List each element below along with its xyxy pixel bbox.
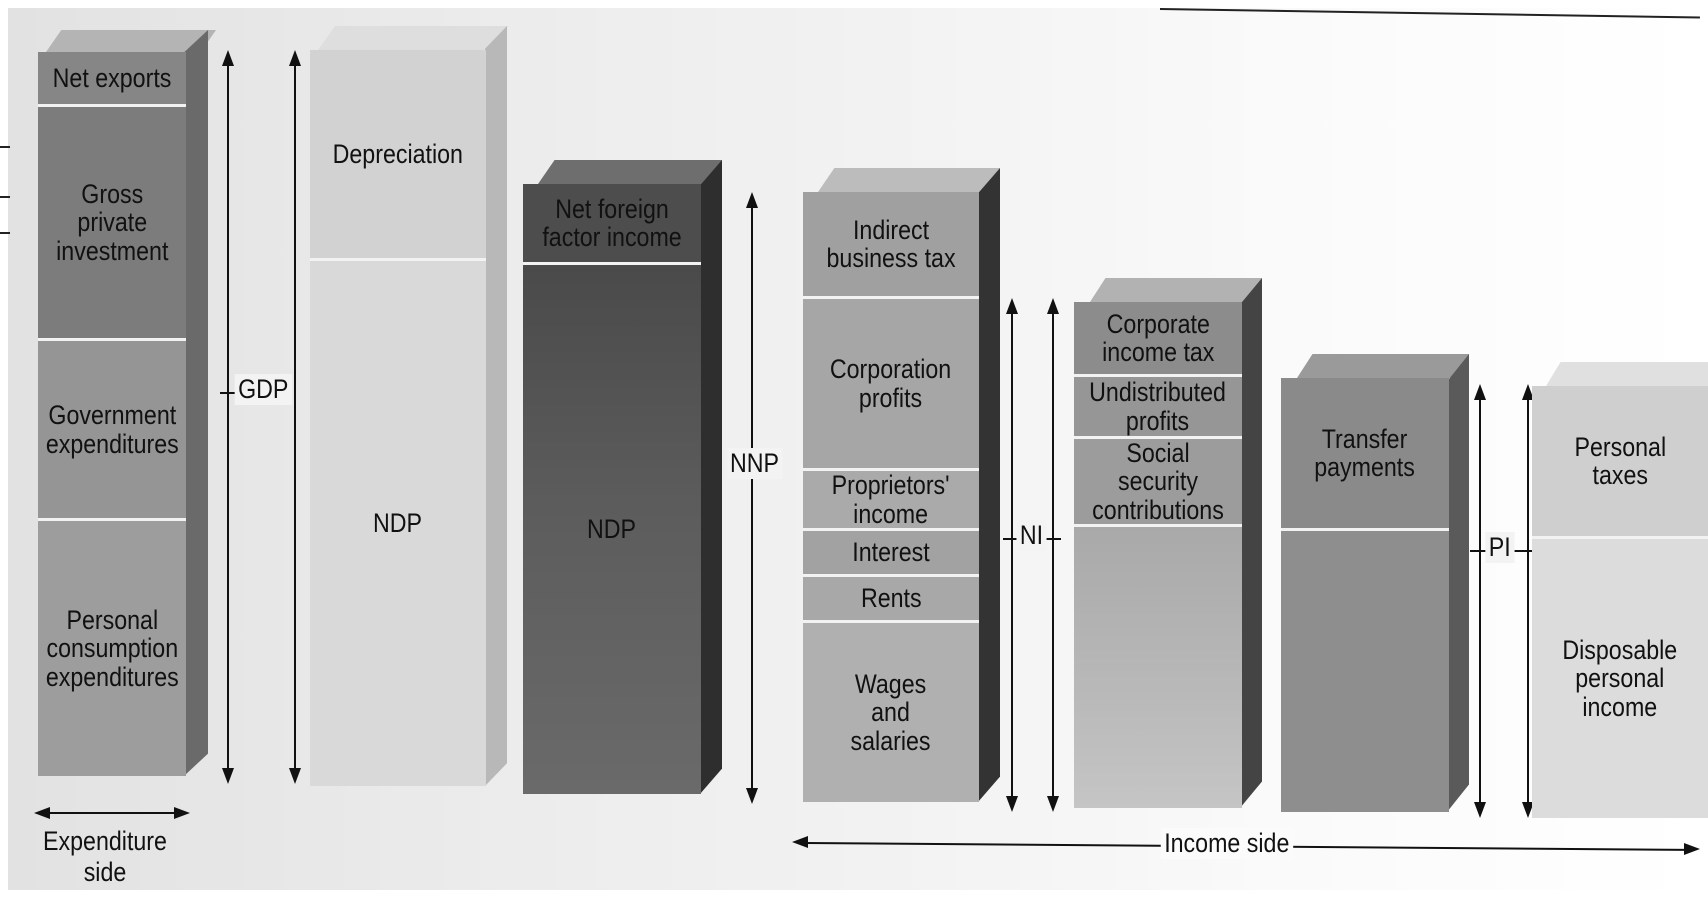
undistributed-profits-label: Undistributed profits <box>1089 377 1227 436</box>
scan-edge-mark <box>0 196 10 198</box>
corporation-profits-segment: Corporation profits <box>803 296 979 468</box>
ndp-label: NDP <box>587 514 637 545</box>
pi-arrow-line-right <box>1527 392 1529 804</box>
arrow-head-down <box>1474 802 1486 818</box>
net-exports-segment: Net exports <box>38 52 186 104</box>
interest-segment: Interest <box>803 528 979 574</box>
wages-segment: Wages and salaries <box>803 620 979 802</box>
net-foreign-factor-income-label: Net foreign factor income <box>542 193 682 252</box>
column-top <box>538 160 722 184</box>
gross-private-investment-label: Gross private investment <box>55 178 169 266</box>
column-top <box>46 30 216 52</box>
arrow-head-up <box>746 192 758 208</box>
indirect-business-tax-segment: Indirect business tax <box>803 192 979 296</box>
disposable-income-stack: Personal taxes Disposable personal incom… <box>1532 386 1708 818</box>
corporate-income-tax-segment: Corporate income tax <box>1074 302 1242 374</box>
ndp-label: NDP <box>373 508 423 539</box>
ni-stack: Indirect business tax Corporation profit… <box>803 192 979 802</box>
arrow-head-up <box>1047 298 1059 314</box>
pi-stack: Corporate income tax Undistributed profi… <box>1074 302 1242 808</box>
depreciation-segment: Depreciation <box>310 50 486 258</box>
ndp-segment: NDP <box>523 262 701 794</box>
arrow-head-up <box>1006 298 1018 314</box>
pi-label: PI <box>1485 532 1515 563</box>
transfer-payments-segment: Transfer payments <box>1281 378 1449 528</box>
expenditure-stack: Net exports Gross private investment Gov… <box>38 52 186 776</box>
column-top <box>818 168 1000 192</box>
arrow-head-up <box>1474 384 1486 400</box>
rents-label: Rents <box>860 583 922 614</box>
ni-label: NI <box>1016 520 1047 551</box>
nnp-arrow-line <box>751 200 753 790</box>
interest-label: Interest <box>852 537 930 568</box>
scan-edge-mark <box>0 146 10 148</box>
column-side <box>485 26 507 786</box>
column-top <box>1297 354 1469 378</box>
column-side <box>184 30 208 776</box>
wages-label: Wages and salaries <box>850 668 932 756</box>
arrow-head-right <box>1684 843 1700 855</box>
expenditure-side-line <box>46 812 176 814</box>
nnp-stack: Net foreign factor income NDP <box>523 184 701 794</box>
column-top <box>1546 362 1708 386</box>
column-top <box>1090 278 1262 302</box>
transfer-payments-label: Transfer payments <box>1314 423 1416 482</box>
government-expenditures-segment: Government expenditures <box>38 338 186 518</box>
proprietors-income-label: Proprietors' income <box>831 470 950 529</box>
arrow-head-down <box>746 788 758 804</box>
arrow-head-up <box>222 50 234 66</box>
government-expenditures-label: Government expenditures <box>45 400 179 459</box>
personal-consumption-label: Personal consumption expenditures <box>45 604 179 692</box>
scan-edge-mark <box>0 232 10 234</box>
column-side <box>1240 278 1262 808</box>
social-security-label: Social security contributions <box>1092 437 1224 525</box>
column-side <box>700 160 722 794</box>
column-side <box>1447 354 1469 812</box>
personal-consumption-segment: Personal consumption expenditures <box>38 518 186 776</box>
disposable-income-label: Disposable personal income <box>1562 634 1678 722</box>
social-security-segment: Social security contributions <box>1074 436 1242 524</box>
gdp-arrow-line-right <box>294 58 296 768</box>
arrow-head-down <box>1047 796 1059 812</box>
arrow-head-down <box>289 768 301 784</box>
arrow-head-down <box>1522 802 1534 818</box>
transfer-remainder-segment <box>1281 528 1449 812</box>
gdp-arrow-line <box>227 58 229 768</box>
transfer-payments-stack: Transfer payments <box>1281 378 1449 812</box>
ni-arrow-line <box>1011 306 1013 798</box>
arrow-head-left <box>34 807 50 819</box>
proprietors-income-segment: Proprietors' income <box>803 468 979 528</box>
expenditure-side-label: Expenditure side <box>43 826 167 888</box>
column-side <box>978 168 1000 802</box>
personal-taxes-label: Personal taxes <box>1574 431 1666 490</box>
income-side-label: Income side <box>1160 828 1293 859</box>
gdp-breakdown-stack: Depreciation NDP <box>310 50 486 786</box>
disposable-income-segment: Disposable personal income <box>1532 536 1708 818</box>
pi-remainder-segment <box>1074 524 1242 808</box>
ni-arrow-line-right <box>1052 306 1054 798</box>
arrow-head-right <box>174 807 190 819</box>
rents-segment: Rents <box>803 574 979 620</box>
net-foreign-factor-income-segment: Net foreign factor income <box>523 184 701 262</box>
arrow-head-left <box>792 836 808 848</box>
nnp-label: NNP <box>726 448 783 479</box>
gross-private-investment-segment: Gross private investment <box>38 104 186 338</box>
ndp-segment: NDP <box>310 258 486 786</box>
corporation-profits-label: Corporation profits <box>830 354 952 413</box>
undistributed-profits-segment: Undistributed profits <box>1074 374 1242 436</box>
arrow-head-up <box>1522 384 1534 400</box>
column-top <box>318 26 508 50</box>
net-exports-label: Net exports <box>52 62 172 93</box>
depreciation-label: Depreciation <box>332 138 464 169</box>
corporate-income-tax-label: Corporate income tax <box>1101 308 1215 367</box>
personal-taxes-segment: Personal taxes <box>1532 386 1708 536</box>
gdp-label: GDP <box>234 374 292 405</box>
arrow-head-down <box>222 768 234 784</box>
pi-arrow-line <box>1479 392 1481 804</box>
arrow-head-up <box>289 50 301 66</box>
indirect-business-tax-label: Indirect business tax <box>826 214 956 273</box>
arrow-head-down <box>1006 796 1018 812</box>
